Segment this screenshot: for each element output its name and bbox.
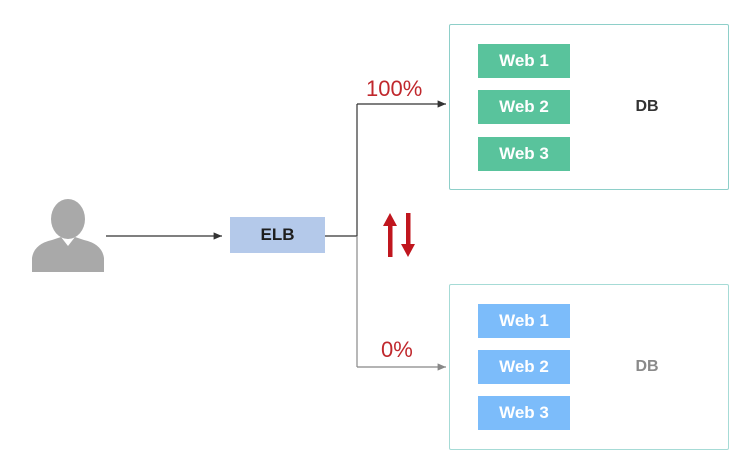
standby-traffic-label: 0% bbox=[381, 337, 413, 362]
switch-arrows-icon bbox=[383, 213, 415, 257]
standby-web-server-3: Web 3 bbox=[478, 396, 570, 430]
active-db-label: DB bbox=[635, 98, 659, 115]
active-traffic-label: 100% bbox=[366, 76, 423, 101]
standby-db-label: DB bbox=[635, 358, 659, 375]
active-web-server-2: Web 2 bbox=[478, 90, 570, 124]
active-web-server-1: Web 1 bbox=[478, 44, 570, 78]
standby-web-server-2: Web 2 bbox=[478, 350, 570, 384]
user-icon bbox=[32, 199, 104, 272]
standby-web-server-1: Web 1 bbox=[478, 304, 570, 338]
elb-node: ELB bbox=[230, 217, 325, 253]
active-web-server-3: Web 3 bbox=[478, 137, 570, 171]
